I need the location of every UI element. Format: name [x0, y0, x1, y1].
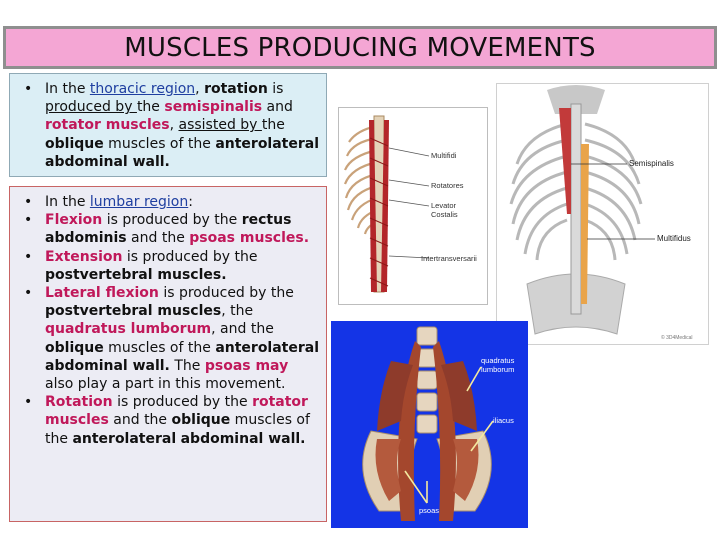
label-lumborum: lumborum [481, 365, 514, 374]
muscle-striations [369, 137, 389, 287]
spine-illustration: Multifidi Rotatores Levator Costalis Int… [343, 115, 477, 293]
label-multifidi: Multifidi [431, 151, 457, 160]
label-quadratus: quadratus [481, 356, 515, 365]
flexion-bullet: Flexion is produced by the rectus abdomi… [18, 211, 320, 247]
thoracic-bullet: In the thoracic region, rotation is prod… [18, 80, 320, 171]
muscle-fibers [369, 120, 389, 292]
psoas-iliacus-figure: quadratus lumborum iliacus psoas [331, 321, 528, 528]
leader-lines-2 [571, 163, 655, 240]
right-quadratus-lumborum [441, 361, 477, 431]
label-levator: Levator [431, 201, 457, 210]
pelvis-illustration: quadratus lumborum iliacus psoas [362, 326, 515, 521]
lumbar-box: In the lumbar region: Flexion is produce… [9, 186, 327, 522]
slide-title: MUSCLES PRODUCING MOVEMENTS [124, 32, 596, 63]
label-psoas: psoas [419, 506, 439, 515]
thoracic-box: In the thoracic region, rotation is prod… [9, 73, 327, 177]
semispinalis-figure: Semispinalis Multifidus © 3D4Medical [496, 83, 709, 345]
figure-credit: © 3D4Medical [661, 334, 692, 341]
extension-bullet: Extension is produced by the postvertebr… [18, 248, 320, 284]
title-bar: MUSCLES PRODUCING MOVEMENTS [3, 26, 717, 69]
spine [570, 103, 582, 315]
label-rotatores: Rotatores [431, 181, 464, 190]
left-quadratus-lumborum [377, 361, 413, 431]
leader-lines [388, 147, 430, 259]
semispinalis-muscle [559, 108, 571, 214]
label-intertransversarii: Intertransversarii [421, 254, 477, 263]
lumbar-region-link: lumbar region [89, 194, 189, 210]
rib-cage [509, 122, 643, 261]
multifidus-muscle [581, 144, 589, 304]
back-illustration: Semispinalis Multifidus © 3D4Medical [509, 85, 692, 341]
lateral-flexion-bullet: Lateral flexion is produced by the postv… [18, 284, 320, 393]
rotation-bullet: Rotation is produced by the rotator musc… [18, 393, 320, 448]
label-iliacus: iliacus [493, 416, 514, 425]
right-iliacus [453, 439, 479, 501]
left-iliacus [375, 439, 401, 501]
deep-back-muscles-figure: Multifidi Rotatores Levator Costalis Int… [338, 107, 488, 305]
lumbar-intro-bullet: In the lumbar region: [18, 193, 320, 211]
thoracic-region-link: thoracic region [89, 81, 196, 97]
label-costalis: Costalis [431, 210, 458, 219]
skull-base [547, 85, 605, 114]
leader-lines-3 [404, 366, 494, 504]
lumbar-vertebrae [416, 326, 438, 434]
label-semispinalis: Semispinalis [629, 159, 674, 168]
label-multifidus: Multifidus [657, 234, 691, 243]
